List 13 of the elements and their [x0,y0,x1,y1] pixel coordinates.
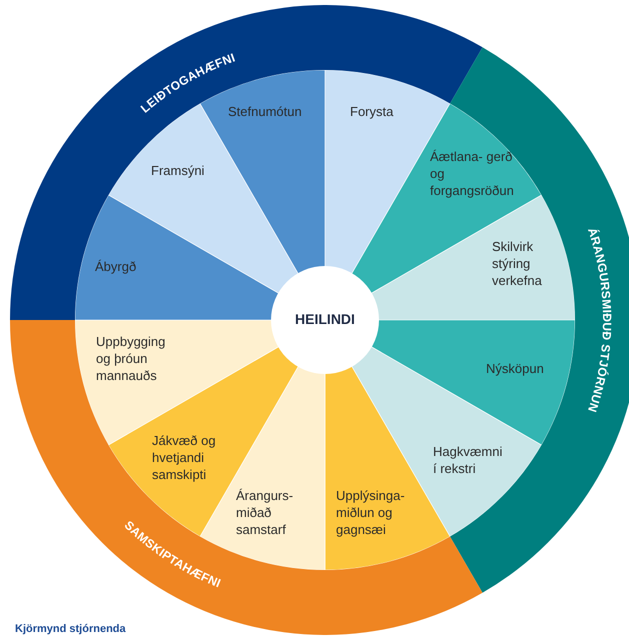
segment-label: Árangurs- miðað samstarf [236,487,294,538]
segment-label: Forysta [350,103,394,120]
caption: Kjörmynd stjórnenda [15,623,126,635]
segment-label: Áætlana- gerð og forgangsröðun [430,148,515,199]
segment-label: Hagkvæmni í rekstri [433,443,504,477]
segment-label: Uppbygging og þróun mannauðs [96,333,166,384]
segment-label: Upplýsinga- miðlun og gagnsæi [336,487,406,538]
segment-label: Jákvæð og hvetjandi samskipti [152,432,217,483]
segment-label: Framsýni [151,162,206,179]
segment-label: Ábyrgð [95,258,138,275]
center-label: HEILINDI [294,311,356,328]
segment-label: Nýsköpun [486,360,545,377]
segment-label: Skilvirk stýring verkefna [492,238,543,289]
